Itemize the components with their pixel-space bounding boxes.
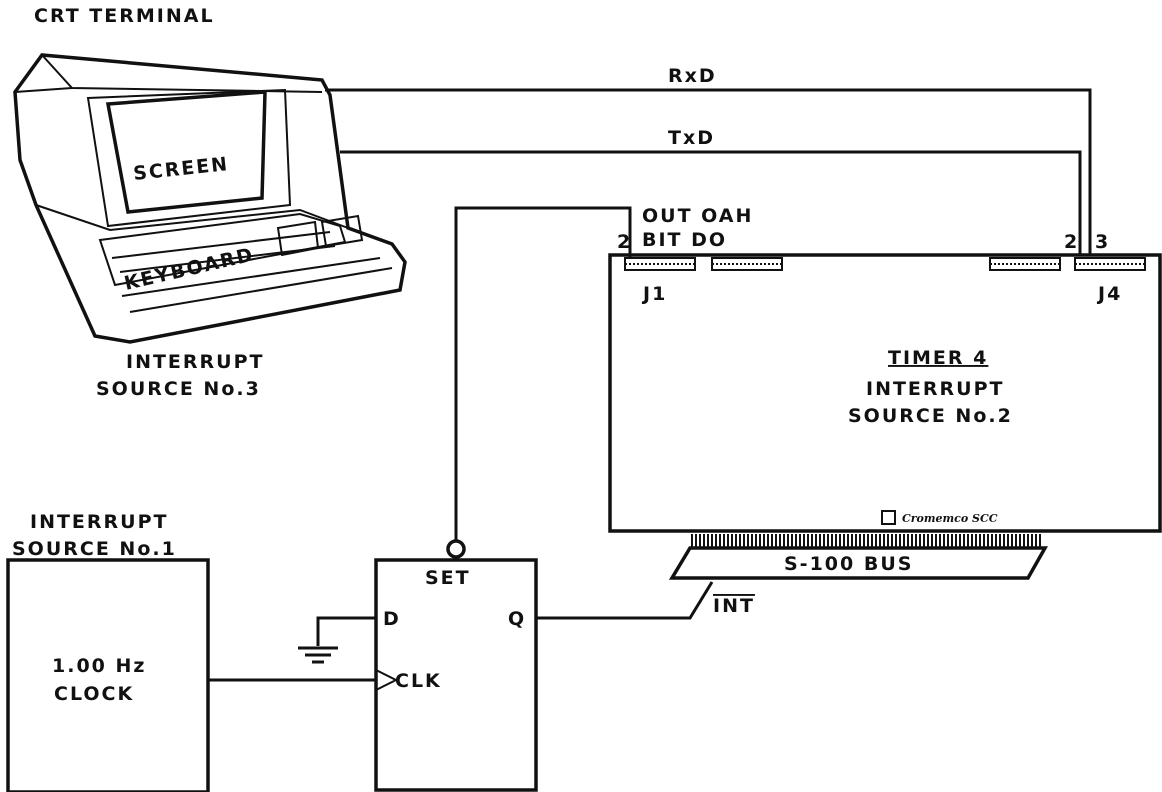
interrupt-source-2-label-line2: SOURCE No.2 xyxy=(848,405,1013,427)
ff-set-label: SET xyxy=(425,567,471,589)
ff-d-label: D xyxy=(383,608,401,630)
s100-bus-edge xyxy=(668,534,1049,580)
bus-label: S-100 BUS xyxy=(784,553,913,575)
pin-j1-label: 2 xyxy=(617,231,632,253)
pin-j4-a-label: 2 xyxy=(1064,231,1079,253)
board-connectors xyxy=(624,257,1146,271)
d-ground-wire xyxy=(316,616,376,646)
set-wire xyxy=(454,206,632,540)
pin-j4-b-label: 3 xyxy=(1095,231,1110,253)
ff-clk-label: CLK xyxy=(395,670,442,692)
clock-label: CLOCK xyxy=(54,683,134,705)
txd-wire xyxy=(340,150,1082,258)
out-port-label-line2: BIT DO xyxy=(642,229,727,251)
txd-label: TxD xyxy=(668,127,715,149)
flip-flop xyxy=(374,558,538,792)
ff-q-label: Q xyxy=(508,608,526,630)
rxd-label: RxD xyxy=(668,65,717,87)
interrupt-source-3-label-line2: SOURCE No.3 xyxy=(96,378,261,400)
clock-frequency-label: 1.00 Hz xyxy=(52,655,146,677)
out-port-label-line1: OUT OAH xyxy=(642,205,753,227)
interrupt-source-2-label-line1: INTERRUPT xyxy=(866,378,1005,400)
q-int-wire xyxy=(536,581,714,620)
clk-triangle xyxy=(375,669,399,691)
connector-j1-label: J1 xyxy=(641,283,667,305)
interrupt-source-1-label-line2: SOURCE No.1 xyxy=(12,538,177,560)
interrupt-source-3-label-line1: INTERRUPT xyxy=(126,351,265,373)
int-signal-label: INT xyxy=(713,595,755,617)
set-inversion-bubble xyxy=(446,539,466,559)
crt-terminal-label: CRT TERMINAL xyxy=(34,5,215,27)
clock-box xyxy=(6,558,210,792)
timer-label: TIMER 4 xyxy=(888,347,988,369)
rxd-wire xyxy=(325,88,1092,258)
timer-board xyxy=(608,253,1162,533)
interrupt-source-1-label-line1: INTERRUPT xyxy=(30,511,169,533)
bus-fingers xyxy=(691,534,1041,548)
crt-screen xyxy=(105,90,267,214)
connector-j4-label: J4 xyxy=(1096,283,1122,305)
ground-symbol xyxy=(298,646,338,664)
brand-label: Cromemco SCC xyxy=(902,512,998,525)
crt-terminal-drawing xyxy=(13,53,407,344)
brand-logo: Cromemco SCC xyxy=(881,510,998,525)
